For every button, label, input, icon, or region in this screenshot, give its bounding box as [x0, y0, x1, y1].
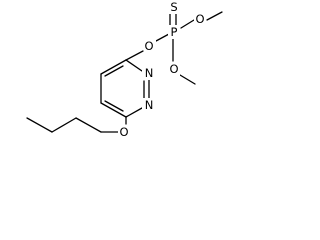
bond-c5-c6-inner: [104, 100, 124, 112]
bond-c5-c6: [100, 102, 127, 118]
atom-o-methoxy-upper: O: [195, 12, 204, 26]
atom-o-methoxy-lower: O: [169, 62, 178, 76]
bond-n2-c3: [125, 59, 143, 72]
atom-o-aryl: O: [144, 39, 153, 53]
bond-c3-c4: [100, 59, 127, 75]
bond-lines: [26, 11, 223, 133]
molecule-structure-diagram: O P S O O N N O: [26, 0, 223, 139]
atom-labels: O P S O O N N O: [118, 0, 206, 139]
bond-c6-n1: [125, 107, 143, 118]
atom-o-butoxy: O: [119, 125, 128, 139]
atom-p: P: [171, 25, 178, 39]
atom-s-thione: S: [170, 0, 177, 14]
bond-butyl-c3-c4: [26, 117, 53, 133]
bond-ome-upper-methyl: [206, 11, 223, 21]
bond-c3-o: [125, 50, 144, 61]
atom-n2: N: [145, 66, 154, 80]
bond-p-ome-upper: [180, 19, 195, 29]
bond-o-p: [155, 33, 170, 42]
bond-butyl-c2-c3: [51, 117, 77, 133]
bond-c3-c4-inner: [104, 65, 124, 77]
bond-ome-lower-methyl: [179, 74, 196, 85]
bond-butyl-c1-c2: [75, 117, 102, 133]
atom-n1: N: [145, 98, 154, 112]
